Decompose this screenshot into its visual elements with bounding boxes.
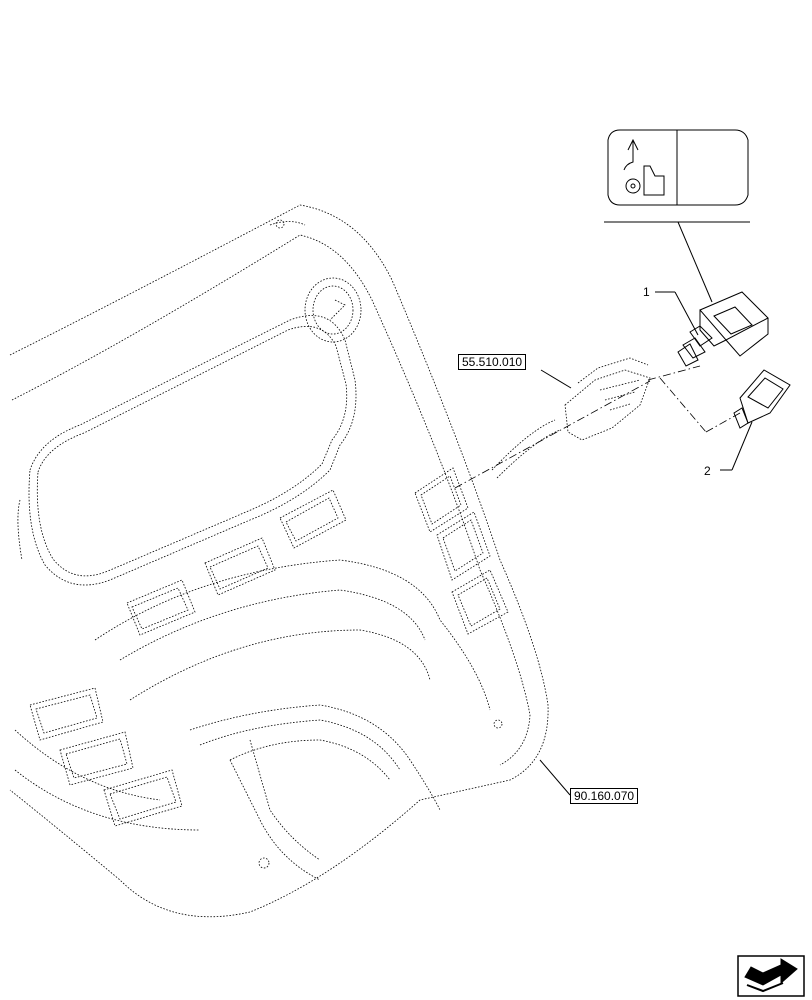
next-page-button[interactable] xyxy=(737,955,805,997)
item-number-cover: 2 xyxy=(704,464,711,478)
connector-body xyxy=(564,369,651,441)
switch-cover xyxy=(733,369,791,429)
symbol-decal xyxy=(607,129,749,206)
display-bezel xyxy=(28,315,357,586)
switch-slots-center xyxy=(126,489,347,636)
callout-connector-ref[interactable]: 55.510.010 xyxy=(458,354,527,370)
switch-slots-left xyxy=(29,687,183,827)
callout-dashboard-ref[interactable]: 90.160.070 xyxy=(570,788,639,804)
next-page-arrow-icon xyxy=(737,955,805,997)
dashboard-outline xyxy=(9,204,549,918)
rocker-switch xyxy=(677,291,769,367)
item-number-switch: 1 xyxy=(643,285,650,299)
switch-slots-right xyxy=(414,467,509,635)
